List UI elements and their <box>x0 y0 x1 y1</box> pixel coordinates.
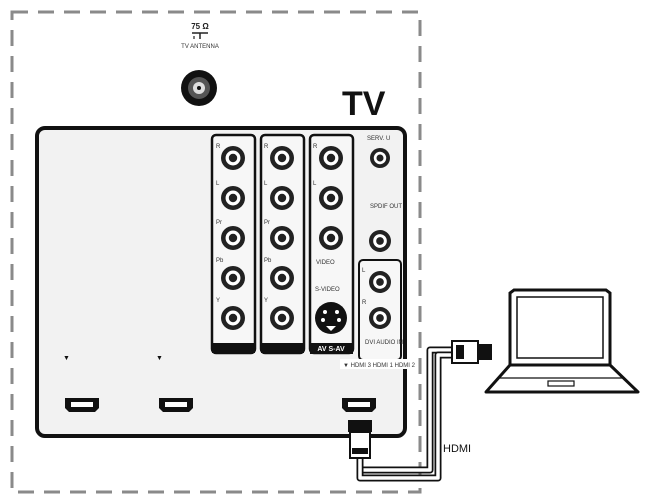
hdmi-port-2-icon <box>159 398 193 412</box>
hdmi-ports <box>65 398 376 412</box>
hdmi-port-1-icon <box>65 398 99 412</box>
tv-label: TV <box>342 85 386 123</box>
service-port-label: SERV. U <box>367 136 390 142</box>
spdif-out-label: SPDIF OUT <box>370 204 402 210</box>
dvi-audio-label-l: L <box>362 268 366 274</box>
dvi-audio-jack-r-icon <box>369 307 391 329</box>
component-group-2-label-y: Y <box>264 298 268 304</box>
component-group-2-label-r: R <box>264 144 269 150</box>
dvi-audio-jack-l-icon <box>369 271 391 293</box>
antenna-label: TV ANTENNA <box>181 44 219 50</box>
av-label-l: L <box>313 181 317 187</box>
tv-dashed-outline <box>10 10 422 494</box>
antenna-symbol-icon <box>192 32 208 39</box>
component-group-2-label-pr: Pr <box>264 220 270 226</box>
component-group-2-jack-pb-icon <box>270 266 294 290</box>
av-jack-l-icon <box>319 186 343 210</box>
hdmi-port-1-arrow-icon: ▼ <box>63 355 70 362</box>
antenna-ohm-label: 75 Ω <box>191 22 209 31</box>
component-group-1-label-pr: Pr <box>216 220 222 226</box>
rca-jacks <box>221 146 391 334</box>
hdmi-plug-laptop-end-icon <box>451 340 492 364</box>
av-label-r: R <box>313 144 318 150</box>
hdmi-port-3-icon <box>342 398 376 412</box>
component-group-2-label-l: L <box>264 181 268 187</box>
component-group-2-jack-l-icon <box>270 186 294 210</box>
av-label-svideo: S-VIDEO <box>315 287 340 293</box>
component-group-1-label-l: L <box>216 181 220 187</box>
antenna-connector-icon <box>181 70 217 106</box>
spdif-out-jack-icon <box>369 230 391 252</box>
service-port-jack-icon <box>370 148 390 168</box>
component-group-2-label-pb: Pb <box>264 258 272 264</box>
svideo-jack-icon <box>315 302 347 334</box>
dvi-audio-in-label: DVI AUDIO IN <box>365 340 403 346</box>
component-group-2-jack-pr-icon <box>270 226 294 250</box>
laptop-icon <box>484 288 640 394</box>
component-group-1-jack-y-icon <box>221 306 245 330</box>
hdmi-label-strip <box>340 359 410 369</box>
component-group-1-label-pb: Pb <box>216 258 224 264</box>
av-group-footer-label: AV S-AV <box>317 346 345 353</box>
component-group-1-jack-r-icon <box>221 146 245 170</box>
component-group-2-jack-y-icon <box>270 306 294 330</box>
component-group-1-label-y: Y <box>216 298 220 304</box>
av-jack-r-icon <box>319 146 343 170</box>
hdmi-cable-label: HDMI <box>443 443 471 455</box>
component-group-1-jack-pr-icon <box>221 226 245 250</box>
dvi-audio-label-r: R <box>362 300 367 306</box>
component-group-1-label-r: R <box>216 144 221 150</box>
av-jack-video-icon <box>319 226 343 250</box>
component-group-1-jack-pb-icon <box>221 266 245 290</box>
component-group-1-jack-l-icon <box>221 186 245 210</box>
hdmi-plug-tv-end-icon <box>348 420 372 459</box>
hdmi-port-labels: ▼ HDMI 3 HDMI 1 HDMI 2 <box>343 363 416 369</box>
av-label-video: VIDEO <box>316 260 335 266</box>
hdmi-port-2-arrow-icon: ▼ <box>156 355 163 362</box>
component-group-2-jack-r-icon <box>270 146 294 170</box>
